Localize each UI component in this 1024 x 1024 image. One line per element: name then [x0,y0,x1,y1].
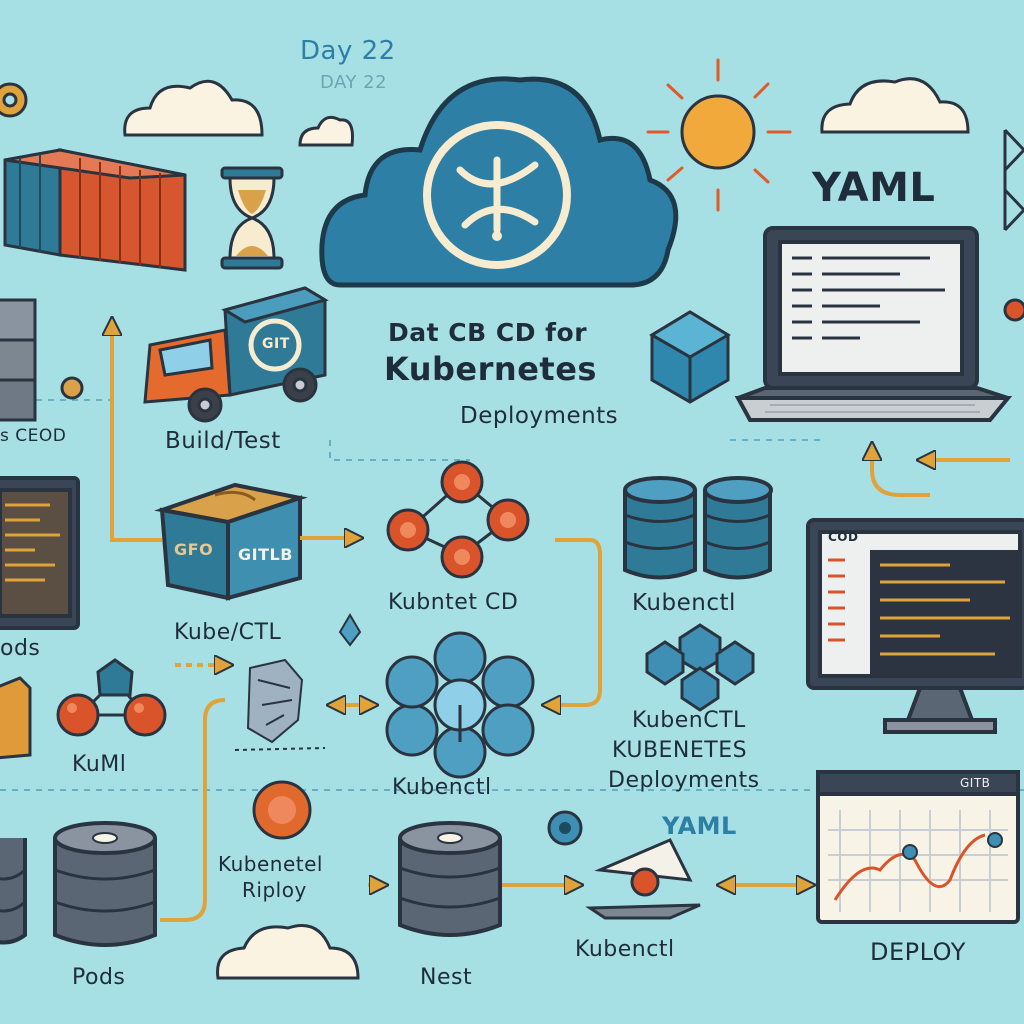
shipping-container-icon [3,148,187,272]
cloud-icon [123,79,264,137]
monitor-tab-label: COD [828,530,859,544]
database-pair-icon [623,476,773,580]
kube-ctl-label: Kube/CTL [174,620,282,645]
left-ceod-label: s CEOD [0,426,67,446]
deploy-label: DEPLOY [870,938,966,966]
kubenctl-stack-line-1: KubenCTL [632,708,746,733]
node-icon [1003,298,1024,322]
pods-database-icon [53,821,157,947]
riplay-line-2: Riploy [242,878,307,902]
gitlab-box-left-label: GFO [174,540,214,559]
yaml-top-label: YAML [812,165,936,211]
node-icon [60,376,84,400]
gitlab-box-icon [154,482,308,601]
laptop-icon [734,226,1013,422]
package-box-icon [0,676,32,760]
build-test-label: Build/Test [165,428,281,454]
cloud-icon [216,924,360,980]
kubenctl-bottom-label: Kubenctl [575,937,675,962]
crumpled-paper-icon [234,658,326,751]
code-monitor-icon [806,518,1024,734]
yaml-mid-label: YAML [662,812,737,840]
pods-bottom-label: Pods [72,965,126,990]
gitlab-box-right-label: GITLB [238,545,293,564]
pods-database-icon [0,838,27,945]
day-label-shadow: DAY 22 [320,72,388,93]
small-node-icon [338,613,362,647]
nest-database-icon [398,821,502,937]
kubenctl-center-label: Kubenctl [392,775,492,800]
node-icon [559,822,571,834]
tower-icon [1003,128,1024,232]
kubenctl-stack-line-2: KUBENETES [612,738,748,763]
kuml-label: KuMl [72,752,127,777]
cloud-icon [820,77,970,134]
sun-icon [646,58,792,212]
kuml-node-icon [56,658,167,737]
title-line-3: Deployments [460,403,619,429]
kubernetes-cloud-icon [319,76,679,288]
server-rack-icon [0,298,37,422]
kubenctl-db-label: Kubenctl [632,590,736,616]
cube-icon [649,310,731,404]
kubntet-cd-node-graph [386,460,530,579]
day-label: Day 22 [300,36,396,66]
cloud-icon [298,115,354,147]
kubenctl-cluster-icon [385,631,535,779]
delivery-truck-icon [143,286,329,423]
chart-tab-label: GITB [960,776,991,790]
deploy-ship-icon [585,838,701,920]
code-monitor-icon [0,476,80,630]
title-line-2: Kubernetes [384,350,597,388]
flow-arrows [112,320,1010,922]
left-pods-label: ods [0,636,41,661]
truck-logo-label: GIT [262,336,290,352]
chart-window-icon [816,770,1020,924]
kubntet-cd-label: Kubntet CD [388,590,519,615]
kubenctl-stack-line-3: Deployments [608,768,760,793]
kubenctl-node-cluster [645,623,755,712]
hourglass-icon [220,166,284,270]
riplay-line-1: Kubenetel [218,852,323,876]
title-line-1: Dat CB CD for [388,318,588,347]
gear-icon [0,82,28,118]
deploy-node-icon [268,796,296,824]
nest-label: Nest [420,965,473,990]
